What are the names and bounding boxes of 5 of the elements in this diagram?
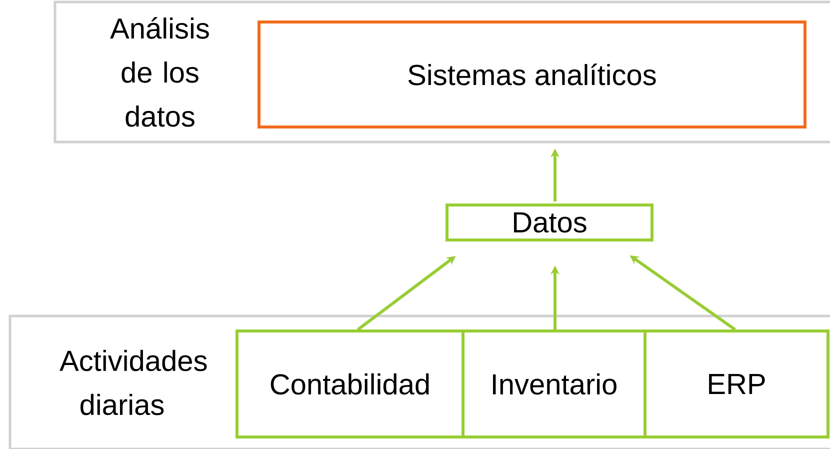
system-box: Sistemas analíticos	[258, 20, 806, 128]
process-box: Contabilidad	[236, 330, 464, 438]
process-box: Datos	[446, 204, 654, 242]
process-box: Inventario	[462, 330, 646, 438]
process-box: ERP	[644, 330, 830, 438]
